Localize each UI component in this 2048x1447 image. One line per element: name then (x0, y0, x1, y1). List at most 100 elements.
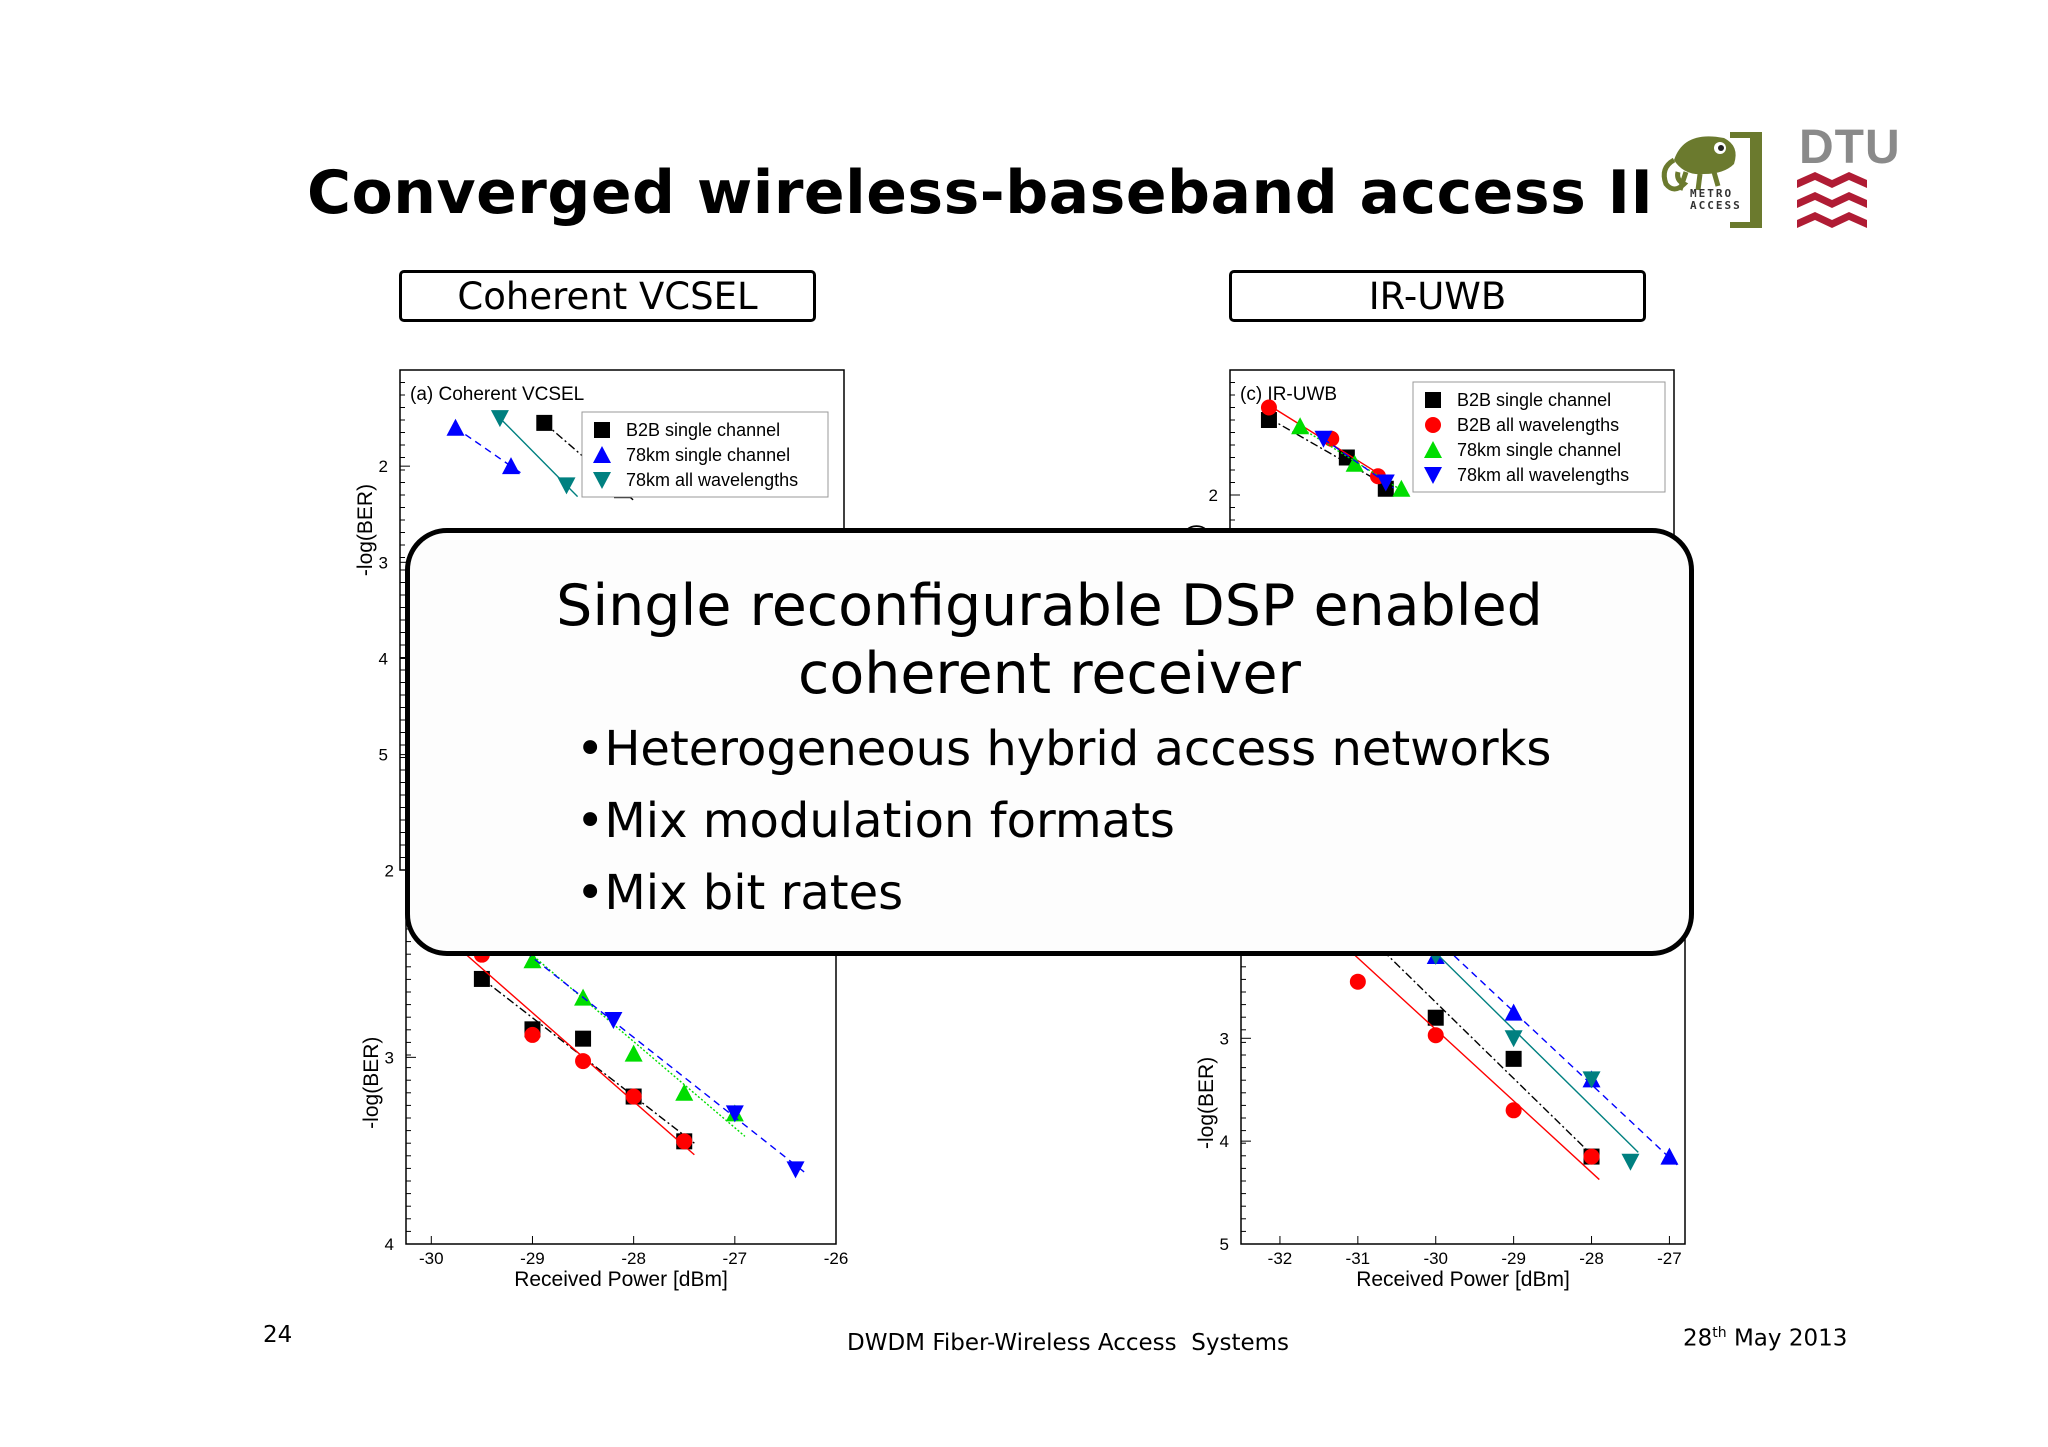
data-point-circle (1349, 973, 1366, 990)
x-tick-label: -30 (1423, 1249, 1448, 1268)
data-point-triangle-up (523, 951, 542, 969)
x-tick-label: -27 (723, 1249, 748, 1268)
series-fit-line (430, 923, 695, 1156)
x-tick-label: -31 (1346, 1249, 1371, 1268)
series-fit-line (1279, 849, 1600, 1163)
y-tick-label: 2 (385, 862, 394, 881)
legend-marker (1425, 417, 1441, 433)
legend-label: 78km single channel (626, 445, 790, 465)
callout-heading-line2: coherent receiver (798, 641, 1301, 707)
y-tick-label: 3 (385, 1048, 394, 1067)
data-point-triangle-down (1376, 474, 1395, 492)
legend-label: 78km all wavelengths (626, 470, 798, 490)
legend-marker (593, 446, 611, 463)
y-axis-label: -log(BER) (360, 1037, 383, 1129)
data-point-triangle-up (1345, 454, 1364, 472)
x-tick-label: -30 (419, 1249, 444, 1268)
data-point-square (575, 1030, 592, 1047)
data-point-square (1338, 449, 1355, 466)
data-point-square (1427, 1009, 1444, 1026)
legend-marker (1424, 467, 1442, 484)
footer-date: 28th May 2013 (1683, 1325, 1848, 1352)
panel-label: (a) Coherent VCSEL (410, 384, 584, 405)
dtu-logo (1797, 172, 1867, 230)
dtu-waves-icon (1797, 172, 1867, 228)
data-point-circle (1583, 1148, 1600, 1165)
data-point-triangle-up (675, 1083, 694, 1101)
y-tick-label: 5 (1220, 1235, 1229, 1254)
data-point-circle (575, 1053, 592, 1070)
data-point-square (1505, 1050, 1522, 1067)
page-number: 24 (263, 1322, 293, 1348)
bullet-icon: • (576, 793, 605, 849)
legend-marker (1424, 441, 1442, 458)
data-point-circle (1505, 1102, 1522, 1119)
y-tick-label: 4 (385, 1235, 394, 1254)
x-axis-label: Received Power [dBm] (514, 1268, 728, 1291)
data-point-circle (625, 1088, 642, 1105)
legend-label: B2B single channel (1457, 390, 1611, 410)
y-tick-label: 4 (379, 649, 388, 668)
data-point-triangle-up (1392, 479, 1411, 497)
x-tick-label: -27 (1657, 1249, 1682, 1268)
data-point-triangle-up (1660, 1147, 1679, 1165)
data-point-circle (524, 1026, 541, 1043)
y-tick-label: 2 (1209, 486, 1218, 505)
data-point-triangle-down (1621, 1153, 1640, 1171)
legend-box (581, 411, 829, 498)
data-point-triangle-up (624, 1044, 643, 1062)
series-fit-line (430, 877, 807, 1174)
callout-bullet: •Mix bit rates (576, 865, 904, 921)
callout-heading-line1: Single reconfigurable DSP enabled (556, 573, 1543, 639)
chameleon-icon (1661, 132, 1762, 228)
data-point-triangle-down (725, 1105, 744, 1123)
data-point-triangle-up (502, 457, 520, 475)
callout-bullet: •Heterogeneous hybrid access networks (576, 721, 1552, 777)
footer-center-text: DWDM Fiber-Wireless Access Systems (847, 1330, 1290, 1356)
callout-bullet: •Mix modulation formats (576, 793, 1175, 849)
bullet-icon: • (576, 865, 605, 921)
x-tick-label: -32 (1268, 1249, 1293, 1268)
data-point-circle (676, 1133, 693, 1150)
x-axis-label: Received Power [dBm] (1356, 1268, 1570, 1291)
data-point-triangle-up (1291, 417, 1310, 435)
y-tick-label: 2 (379, 457, 388, 476)
data-point-triangle-down (1582, 1071, 1601, 1089)
legend-marker (593, 472, 611, 489)
data-point-triangle-up (446, 418, 465, 436)
x-tick-label: -29 (520, 1249, 545, 1268)
y-axis-label: -log(BER) (1195, 1057, 1218, 1149)
dtu-logo-text: DTU (1799, 121, 1901, 174)
slide-title: Converged wireless-baseband access II (307, 158, 1654, 228)
data-point-triangle-down (1314, 430, 1333, 448)
x-tick-label: -28 (621, 1249, 646, 1268)
data-point-square (536, 414, 553, 431)
legend-marker (594, 422, 610, 438)
x-tick-label: -29 (1501, 1249, 1526, 1268)
data-point-circle (1260, 399, 1277, 416)
y-tick-label: 5 (379, 746, 388, 765)
callout-box: Single reconfigurable DSP enabled cohere… (405, 528, 1694, 956)
y-tick-label: 3 (1220, 1029, 1229, 1048)
y-tick-label: 3 (379, 553, 388, 572)
data-point-triangle-up (1504, 1003, 1523, 1021)
section-label-coherent-vcsel: Coherent VCSEL (399, 270, 816, 322)
data-point-triangle-down (786, 1161, 805, 1179)
x-tick-label: -28 (1579, 1249, 1604, 1268)
section-label-ir-uwb: IR-UWB (1229, 270, 1646, 322)
data-point-triangle-down (557, 477, 576, 495)
data-point-triangle-down (1504, 1030, 1523, 1048)
data-point-circle (1427, 1027, 1444, 1044)
data-point-triangle-down (490, 410, 509, 428)
series-fit-line (455, 427, 523, 475)
legend-label: 78km all wavelengths (1457, 465, 1629, 485)
legend-box (1412, 381, 1666, 493)
data-point-triangle-down (604, 1012, 623, 1029)
legend-label: B2B single channel (626, 420, 780, 440)
panel-label: (c) IR-UWB (1240, 384, 1337, 405)
legend-label: 78km single channel (1457, 440, 1621, 460)
bullet-icon: • (576, 721, 605, 777)
data-point-square (473, 970, 490, 987)
legend-label: B2B all wavelengths (1457, 415, 1619, 435)
